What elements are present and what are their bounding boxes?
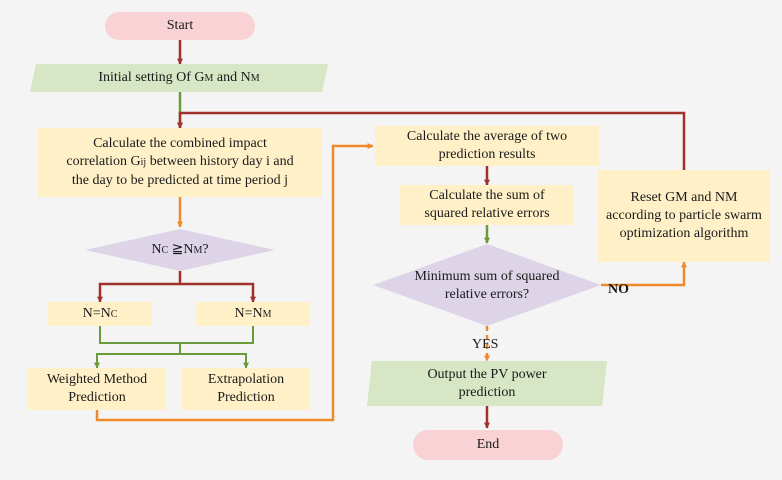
start-label: Start [166, 18, 194, 33]
calc-combined-box: Calculate the combined impact correlatio… [38, 128, 322, 197]
reset-label: Reset GM and NM according to particle sw… [606, 190, 762, 241]
weighted-method-box: Weighted Method Prediction [28, 368, 166, 410]
connector-merge [99, 326, 254, 344]
no-label: NO [608, 282, 629, 297]
start-terminal: Start [105, 12, 255, 40]
extrapolation-box: Extrapolation Prediction [182, 368, 310, 410]
arrow-merge-down [94, 343, 181, 369]
arrow-merge-down-right [180, 353, 249, 369]
n-equals-nc-box: N=NC [48, 302, 152, 326]
output-box: Output the PV power prediction [367, 361, 607, 406]
arrow-decision-split-right [180, 282, 256, 303]
calc-average-box: Calculate the average of two prediction … [375, 126, 599, 166]
weighted-method-label: Weighted Method Prediction [46, 372, 148, 405]
extrapolation-label: Extrapolation Prediction [207, 372, 285, 405]
arrow-no-to-reset [601, 261, 687, 287]
calc-average-label: Calculate the average of two prediction … [406, 129, 568, 162]
arrow-predictions-to-average [95, 143, 374, 422]
output-label: Output the PV power prediction [427, 366, 547, 400]
calc-combined-label: Calculate the combined impact correlatio… [66, 136, 294, 188]
initial-setting-label: Initial setting Of GM and NM [98, 69, 260, 85]
decision-nc-text: NC ≧NM? [151, 241, 209, 257]
reset-box: Reset GM and NM according to particle sw… [598, 170, 770, 262]
arrow-reset-loop [177, 111, 686, 170]
calc-sum-box: Calculate the sum of squared relative er… [400, 185, 574, 225]
decision-min-text: Minimum sum of squared relative errors? [414, 269, 560, 302]
calc-sum-label: Calculate the sum of squared relative er… [424, 188, 550, 221]
decision-min-shape [373, 244, 601, 326]
end-label: End [476, 437, 500, 452]
yes-label: YES [472, 337, 499, 352]
end-terminal: End [413, 430, 563, 460]
arrow-decision-split [97, 271, 182, 303]
decision-nc-shape [85, 229, 275, 271]
n-equals-nm-box: N=NM [196, 302, 310, 326]
initial-setting-box: Initial setting Of GM and NM [30, 64, 328, 92]
